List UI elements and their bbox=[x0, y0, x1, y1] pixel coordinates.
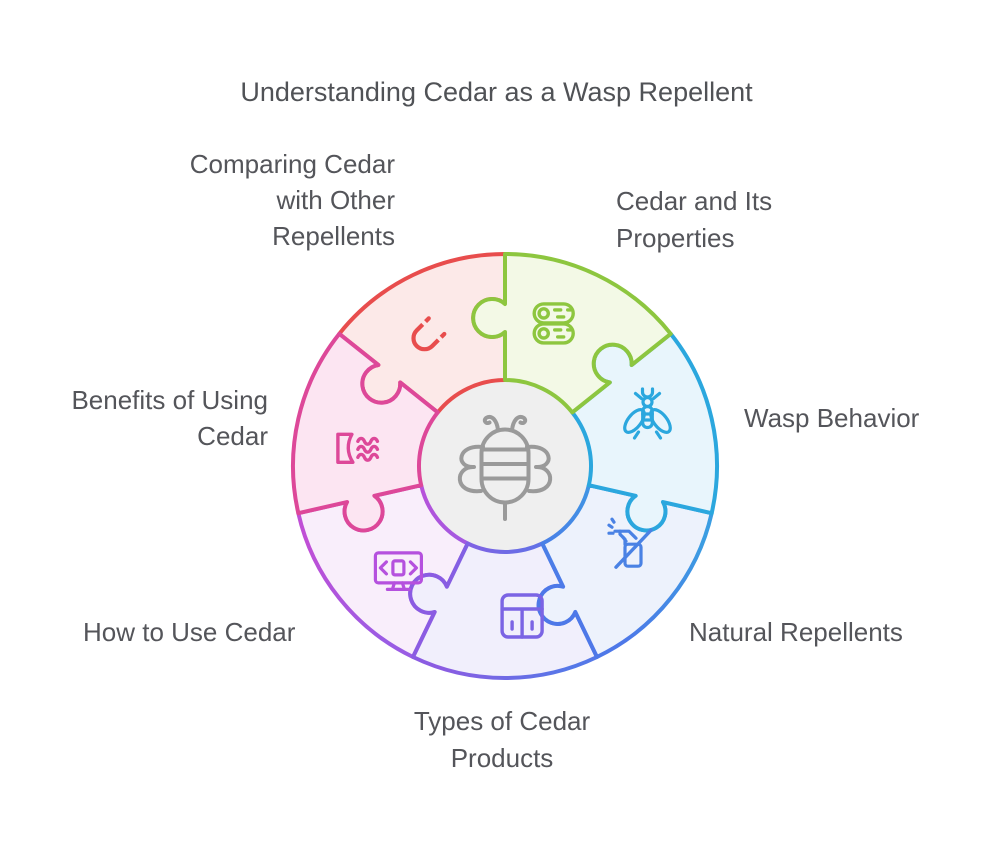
dam-water-icon bbox=[336, 432, 380, 464]
code-monitor-icon bbox=[373, 551, 423, 592]
drawers-icon bbox=[500, 593, 544, 639]
segment-label-natural-repellents: Natural Repellents bbox=[689, 617, 903, 647]
segment-label-comparing-cedar: Comparing Cedar with Other Repellents bbox=[189, 149, 395, 251]
puzzle-piece-5 bbox=[291, 331, 440, 533]
segment-label-types-of-cedar-products: Types of Cedar Products bbox=[413, 706, 591, 773]
segment-label-benefits-of-using-cedar: Benefits of Using Cedar bbox=[71, 385, 268, 451]
cedar-logs-icon bbox=[532, 302, 575, 345]
page-title: Understanding Cedar as a Wasp Repellent bbox=[240, 77, 753, 107]
no-spray-icon bbox=[607, 517, 653, 569]
segment-label-how-to-use-cedar: How to Use Cedar bbox=[83, 617, 296, 647]
magnet-icon bbox=[411, 316, 447, 352]
wasp-icon bbox=[623, 387, 672, 440]
bee-icon bbox=[457, 414, 553, 521]
segment-label-cedar-properties: Cedar and Its Properties bbox=[616, 186, 773, 253]
segment-label-wasp-behavior: Wasp Behavior bbox=[744, 403, 920, 433]
